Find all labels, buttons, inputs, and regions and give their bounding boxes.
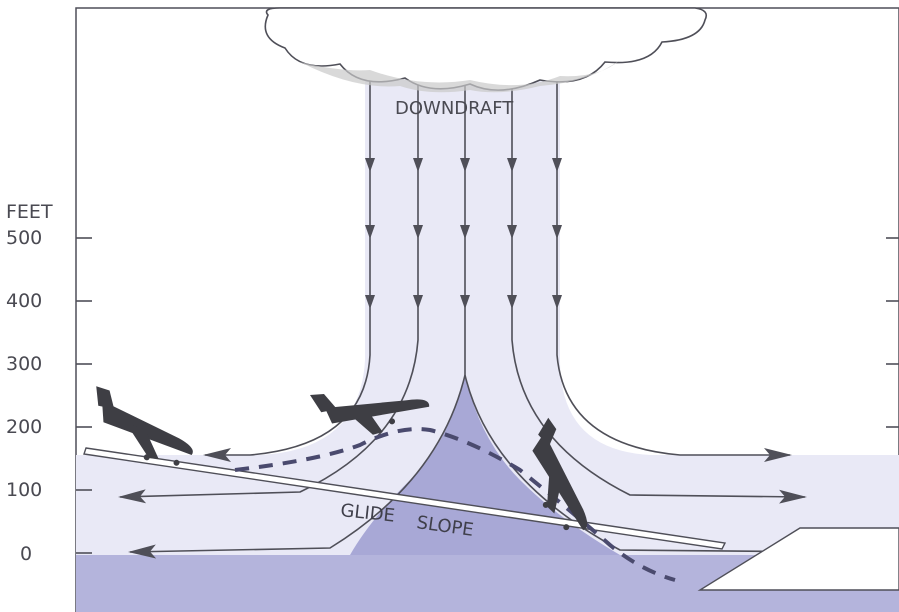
downdraft-arrowheads xyxy=(365,158,562,309)
tick-label-200: 200 xyxy=(6,416,42,438)
outflow-region xyxy=(76,60,899,612)
tick-label-100: 100 xyxy=(6,479,42,501)
axis-unit-label: FEET xyxy=(6,201,53,223)
tick-label-0: 0 xyxy=(20,543,32,565)
downdraft-label: DOWNDRAFT xyxy=(395,98,514,119)
tick-label-300: 300 xyxy=(6,353,42,375)
tick-label-500: 500 xyxy=(6,227,42,249)
airplane-icon xyxy=(96,386,193,466)
altitude-axis: FEET 500 400 300 200 100 0 xyxy=(6,201,899,565)
tick-label-400: 400 xyxy=(6,290,42,312)
runway xyxy=(697,527,899,591)
airplane-icon xyxy=(532,417,588,531)
downdraft-streamlines xyxy=(118,70,832,559)
flight-path xyxy=(234,427,676,582)
cloud-icon xyxy=(264,7,708,93)
airplane-icon xyxy=(310,394,430,435)
glide-slope xyxy=(83,447,727,550)
